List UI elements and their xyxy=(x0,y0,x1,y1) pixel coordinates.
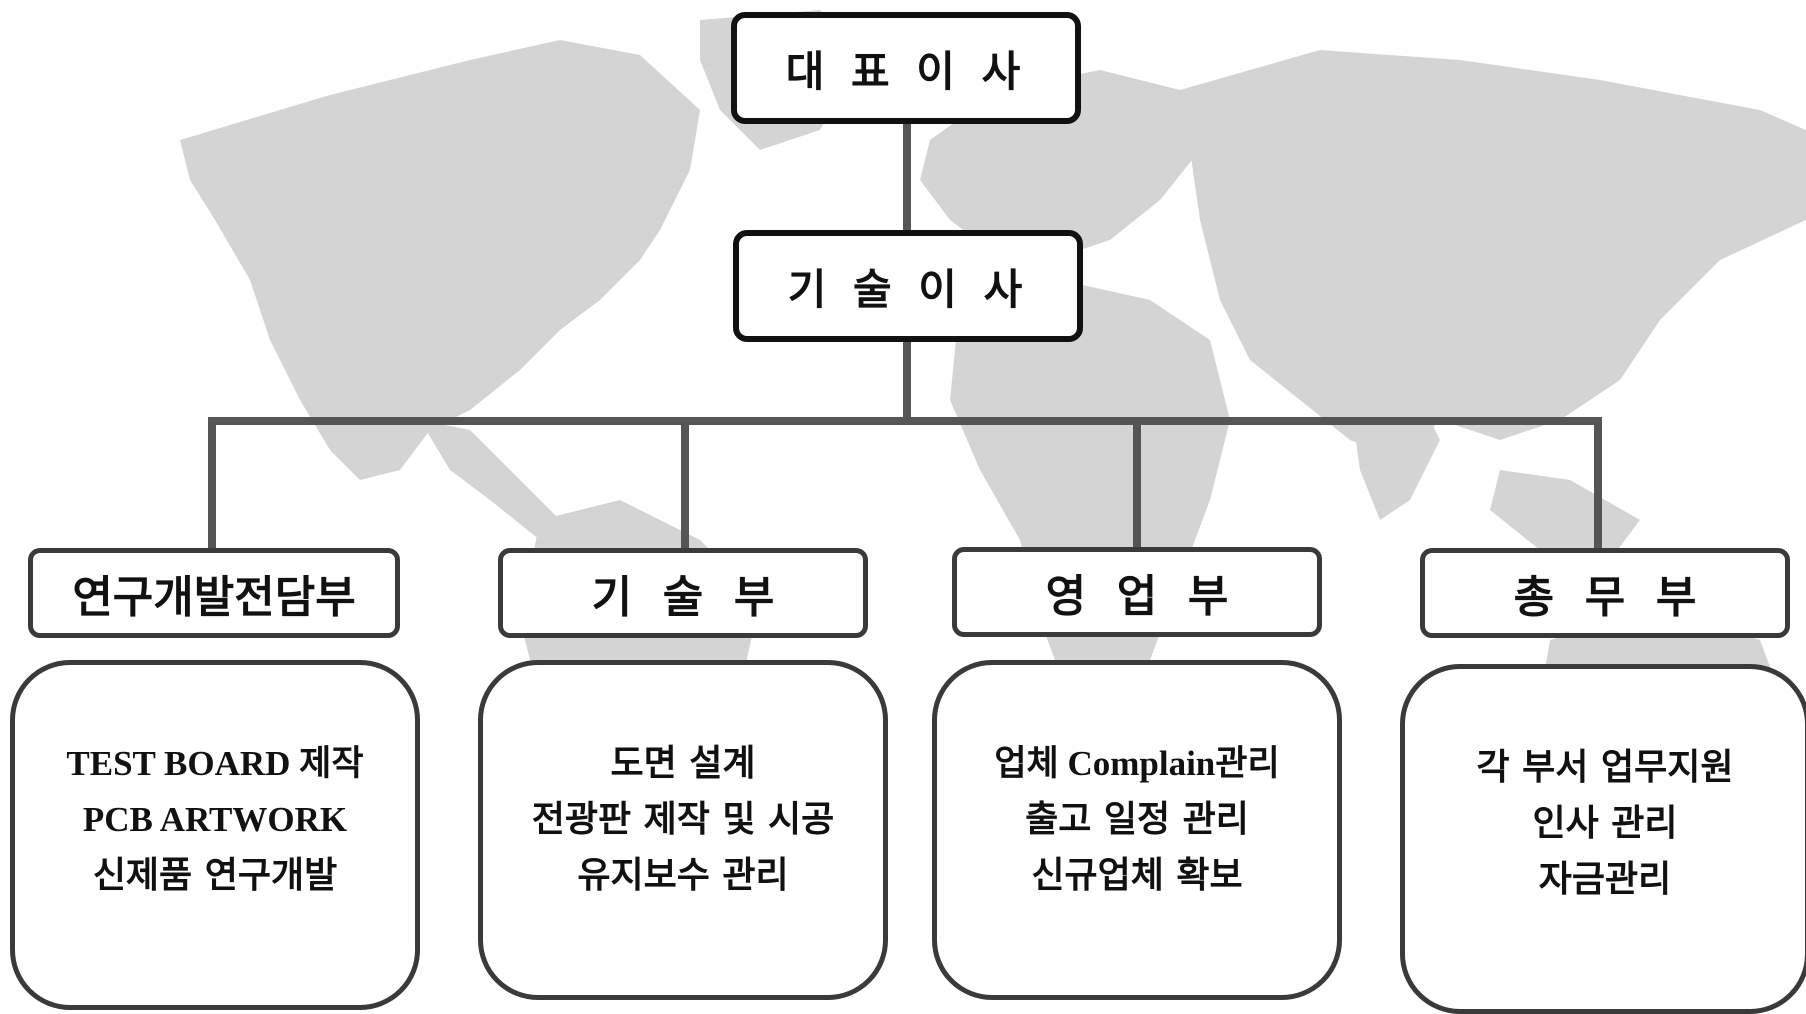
department-name: 총 무 부 xyxy=(1513,572,1697,623)
ceo-label: 대 표 이 사 xyxy=(785,46,1027,96)
duty-box-admin: 각 부서 업무지원 인사 관리 자금관리 xyxy=(1400,664,1806,1014)
department-box-admin: 총 무 부 xyxy=(1420,548,1790,638)
department-box-sales: 영 업 부 xyxy=(952,547,1322,637)
department-name: 영 업 부 xyxy=(1045,571,1229,622)
cto-label: 기 술 이 사 xyxy=(787,264,1029,314)
department-name: 연구개발전담부 xyxy=(72,572,356,623)
duty-item: TEST BOARD 제작 xyxy=(66,744,364,783)
duty-item: 도면 설계 xyxy=(610,743,756,784)
cto-box: 기 술 이 사 xyxy=(733,230,1083,342)
asia-shape xyxy=(1180,50,1806,460)
india-shape xyxy=(1350,400,1440,520)
duty-item: 업체 Complain관리 xyxy=(994,744,1280,783)
department-box-tech: 기 술 부 xyxy=(498,548,868,638)
duty-item: 인사 관리 xyxy=(1532,803,1678,844)
duty-box-tech: 도면 설계 전광판 제작 및 시공 유지보수 관리 xyxy=(478,660,888,1000)
department-name: 기 술 부 xyxy=(591,572,775,623)
ceo-box: 대 표 이 사 xyxy=(731,12,1081,124)
north-america-shape xyxy=(180,40,700,480)
central-america-shape xyxy=(420,420,560,540)
duty-item: 신제품 연구개발 xyxy=(92,855,338,896)
duty-item: 전광판 제작 및 시공 xyxy=(531,799,835,840)
duty-item: 자금관리 xyxy=(1538,859,1672,900)
duty-item: PCB ARTWORK xyxy=(82,800,348,839)
duty-item: 유지보수 관리 xyxy=(577,855,789,896)
duty-box-rnd: TEST BOARD 제작 PCB ARTWORK 신제품 연구개발 xyxy=(10,660,420,1010)
duty-item: 출고 일정 관리 xyxy=(1025,799,1249,840)
southeast-asia-shape xyxy=(1490,470,1640,560)
department-box-rnd: 연구개발전담부 xyxy=(28,548,400,638)
duty-item: 신규업체 확보 xyxy=(1031,855,1243,896)
duty-item: 각 부서 업무지원 xyxy=(1476,747,1734,788)
duty-box-sales: 업체 Complain관리 출고 일정 관리 신규업체 확보 xyxy=(932,660,1342,1000)
